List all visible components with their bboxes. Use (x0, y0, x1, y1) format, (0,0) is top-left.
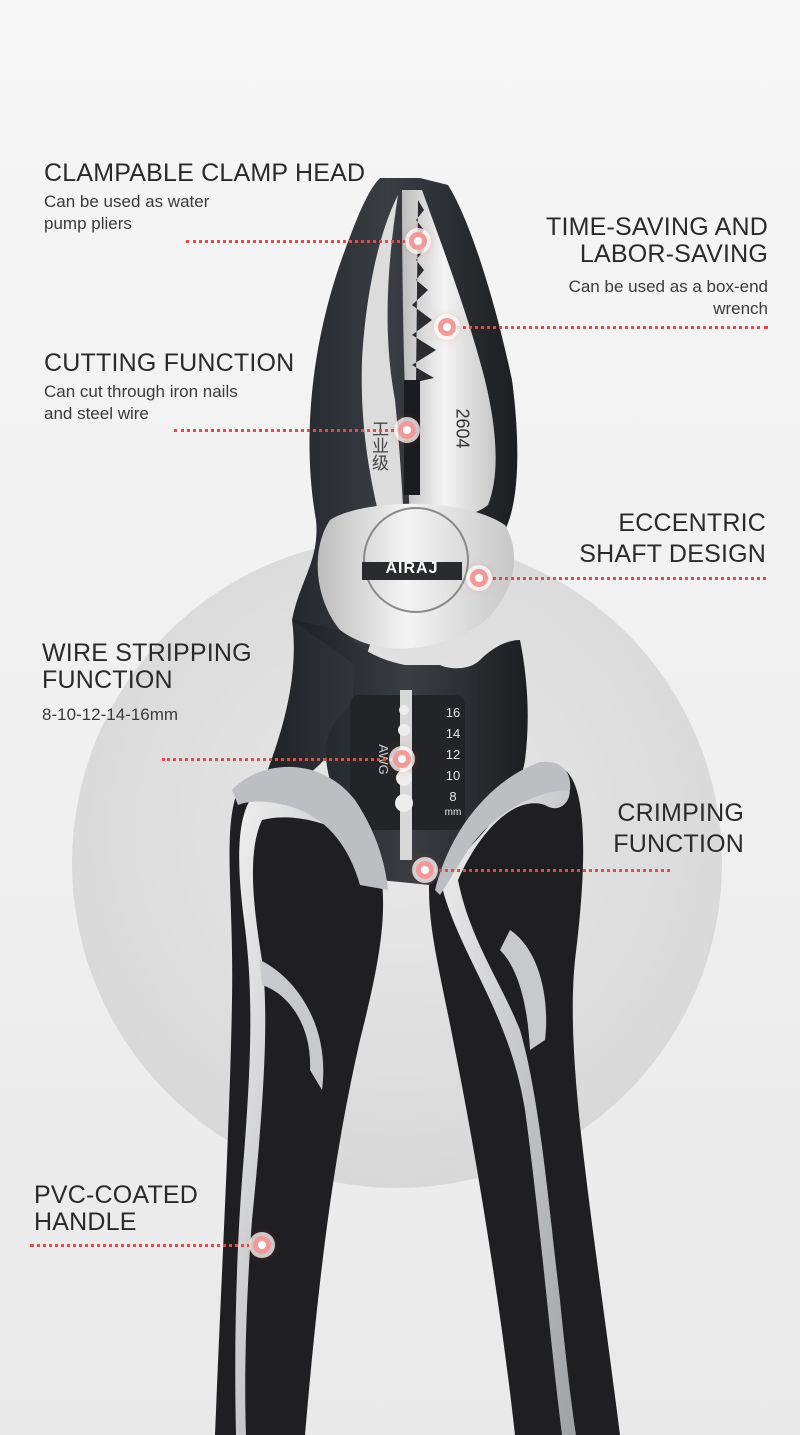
desc-line: Can be used as water (44, 192, 210, 211)
gauge-unit: mm (444, 807, 462, 818)
grade-mark: 工业级 (369, 420, 388, 471)
leader-line (186, 240, 418, 243)
desc-line: pump pliers (44, 214, 132, 233)
feature-title: CUTTING FUNCTION (44, 349, 295, 377)
leader-line (30, 1244, 258, 1247)
title-line: HANDLE (34, 1208, 137, 1236)
leader-line (486, 577, 766, 580)
jaw-steel-face (402, 190, 496, 525)
title-line: ECCENTRIC (618, 509, 766, 537)
leader-line (426, 869, 670, 872)
marker-dot (398, 421, 416, 439)
gauge-10: 10 (445, 768, 461, 783)
feature-title: WIRE STRIPPING FUNCTION (42, 640, 302, 694)
title-line: CRIMPING (617, 799, 744, 827)
feature-time-saving: TIME-SAVING AND LABOR-SAVING Can be used… (460, 214, 768, 320)
left-guard (232, 766, 388, 890)
desc-line: wrench (713, 299, 768, 318)
leader-line (162, 758, 398, 761)
feature-title: CRIMPING FUNCTION (540, 798, 744, 860)
title-line: FUNCTION (42, 666, 173, 694)
gauge-8: 8 (449, 789, 457, 804)
desc-line: and steel wire (44, 404, 149, 423)
title-line: PVC-COATED (34, 1181, 199, 1209)
marker-dot (470, 569, 488, 587)
marker-dot (438, 318, 456, 336)
model-number: 2604 (452, 408, 473, 449)
brand-logo: AIRAJ (385, 560, 439, 577)
feature-cutting: CUTTING FUNCTION Can cut through iron na… (44, 350, 374, 425)
feature-wire-stripping: WIRE STRIPPING FUNCTION 8-10-12-14-16mm (42, 640, 302, 726)
feature-crimping: CRIMPING FUNCTION (540, 798, 744, 860)
feature-desc: Can be used as water pump pliers (44, 191, 374, 235)
left-handle (215, 774, 384, 1435)
jaw-steel-left (361, 195, 404, 520)
feature-title: TIME-SAVING AND LABOR-SAVING (460, 214, 768, 268)
feature-title: PVC-COATED HANDLE (34, 1182, 274, 1236)
title-line: LABOR-SAVING (579, 240, 768, 268)
leader-line (450, 326, 768, 329)
feature-desc: 8-10-12-14-16mm (42, 705, 179, 724)
marker-dot (416, 861, 434, 879)
gauge-14: 14 (445, 726, 461, 741)
marker-dot (393, 750, 411, 768)
marker-dot (409, 232, 427, 250)
desc-line: Can be used as a box-end (568, 277, 768, 296)
logo-ring (363, 507, 469, 613)
marker-dot (253, 1236, 271, 1254)
feature-handle: PVC-COATED HANDLE (34, 1182, 274, 1236)
title-line: WIRE STRIPPING (42, 639, 252, 667)
title-line: TIME-SAVING AND (545, 213, 768, 241)
feature-title: CLAMPABLE CLAMP HEAD (44, 159, 366, 187)
feature-desc: Can be used as a box-end wrench (460, 276, 768, 320)
gauge-list: 16 14 12 10 8 mm (438, 702, 468, 819)
right-guard (435, 761, 571, 895)
leader-line (174, 429, 406, 432)
feature-desc: Can cut through iron nails and steel wir… (44, 381, 374, 425)
feature-clamp-head: CLAMPABLE CLAMP HEAD Can be used as wate… (44, 160, 374, 235)
feature-eccentric: ECCENTRIC SHAFT DESIGN (520, 508, 766, 570)
right-handle (429, 768, 620, 1435)
brand-plate (362, 562, 462, 580)
gauge-12: 12 (445, 747, 461, 762)
desc-line: Can cut through iron nails (44, 382, 238, 401)
title-line: FUNCTION (613, 830, 744, 858)
cutting-edge (404, 380, 420, 495)
feature-title: ECCENTRIC SHAFT DESIGN (520, 508, 766, 570)
title-line: SHAFT DESIGN (579, 540, 766, 568)
gauge-16: 16 (445, 705, 461, 720)
